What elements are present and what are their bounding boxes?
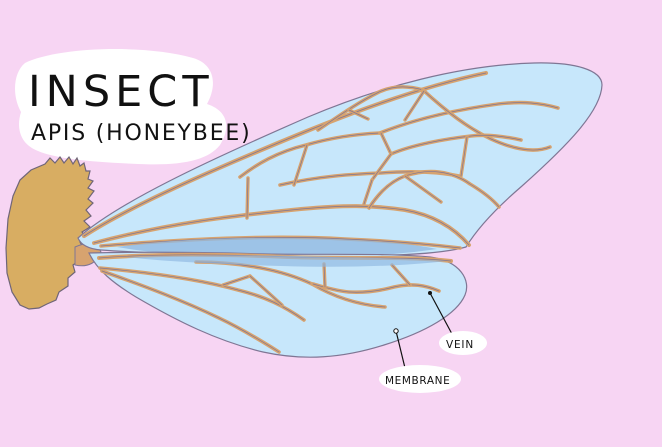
title-label-group: INSECT APIS (HONEYBEE) [15,49,251,165]
forewing-group [77,62,603,259]
title-label-background [15,49,227,165]
vein-label-background [439,331,487,355]
title-line-2: APIS (HONEYBEE) [31,121,251,146]
vein-label: VEIN [446,339,474,351]
membrane-callout: MEMBRANE [379,365,461,393]
forewing-costal-vein-outline [83,72,487,237]
vein-callout: VEIN [439,331,487,355]
membrane-label: MEMBRANE [385,375,450,387]
forewing-vein-network [92,85,560,250]
membrane-label-background [379,365,461,393]
hindwing-group [88,251,468,358]
hindwing-leading-shadow [126,255,446,267]
vein-pointer-line [429,292,453,335]
membrane-pointer-dot [393,328,399,334]
annotation-pointers [393,291,453,369]
vein-pointer-dot [428,291,432,295]
title-line-1: INSECT [28,67,214,117]
wing-base [5,155,95,310]
membrane-pointer-line [395,330,406,369]
